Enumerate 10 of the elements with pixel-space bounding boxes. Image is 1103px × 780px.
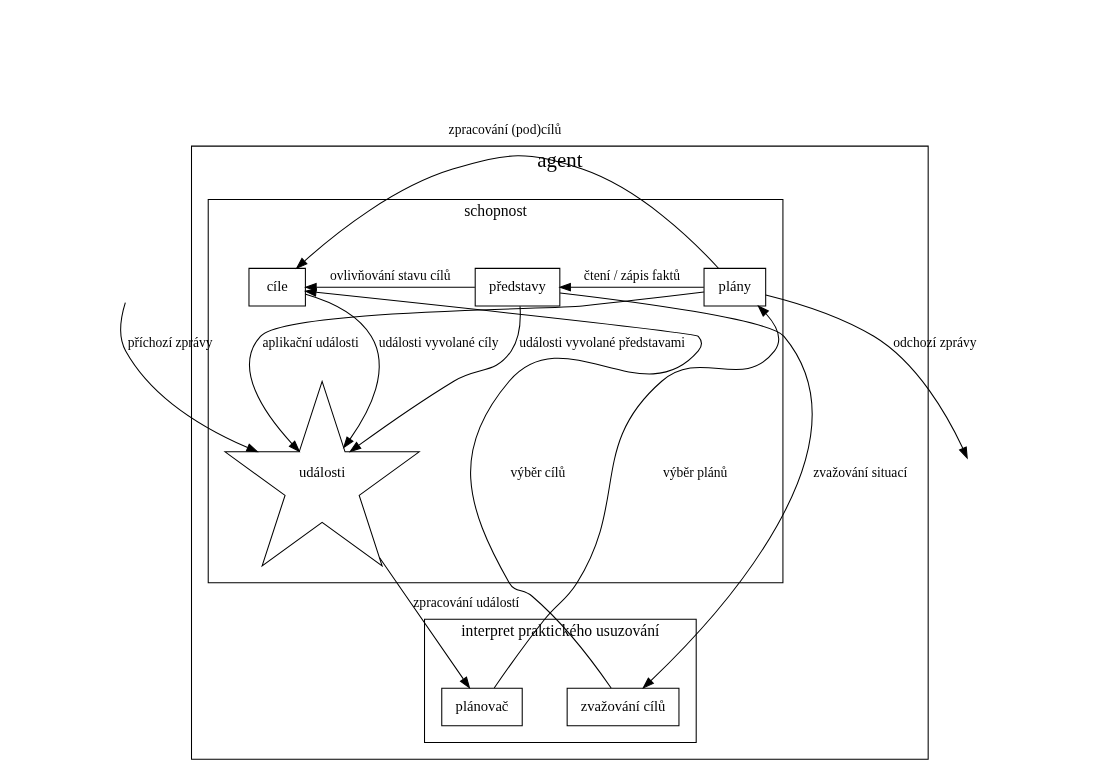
- edge-label: události vyvolané cíly: [378, 335, 499, 351]
- edge-label: zpracování událostí: [412, 595, 519, 611]
- edge-label: čtení / zápis faktů: [583, 268, 680, 284]
- edge-label: výběr cílů: [510, 465, 565, 481]
- edge-label: aplikační události: [262, 335, 359, 351]
- edge-label: události vyvolané představami: [518, 335, 685, 351]
- edge-label: ovlivňování stavu cílů: [329, 268, 451, 284]
- edge-label: výběr plánů: [662, 465, 727, 481]
- edge-label: zvažování situací: [812, 465, 907, 481]
- edge-label: zpracování (pod)cílů: [448, 122, 561, 138]
